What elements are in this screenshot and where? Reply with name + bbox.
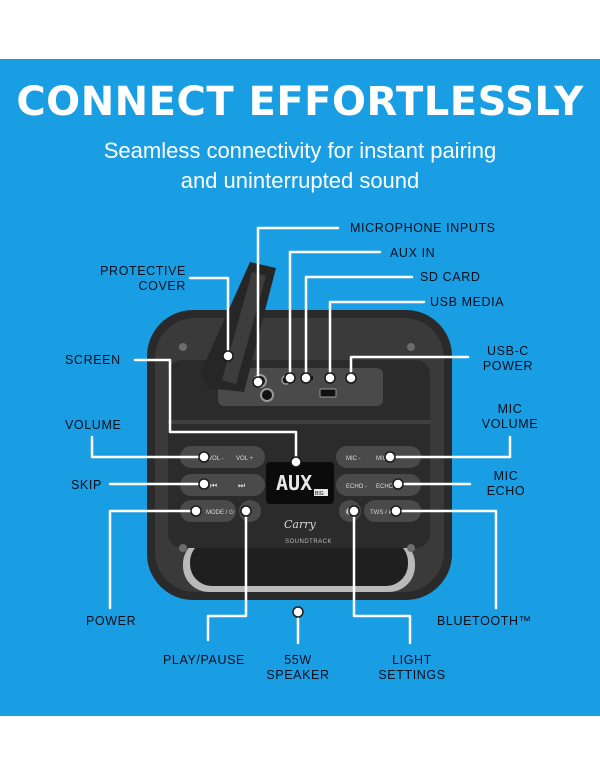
- label-protective-cover-line2: COVER: [138, 279, 186, 293]
- headline: CONNECT EFFORTLESSLY: [16, 79, 584, 125]
- label-light-settings-line2: SETTINGS: [378, 668, 446, 682]
- mic-plus-button[interactable]: MIC +: [376, 456, 393, 462]
- callout-lines: [90, 226, 512, 645]
- skip-forward-icon[interactable]: ⏭: [238, 481, 245, 490]
- label-sd-card: SD CARD: [420, 270, 481, 284]
- label-usb-media: USB MEDIA: [430, 295, 505, 309]
- display-badge: BIG: [315, 491, 324, 497]
- mode-power-button[interactable]: MODE / ⏻: [206, 509, 234, 516]
- echo-minus-button[interactable]: ECHO -: [346, 484, 367, 490]
- skip-back-icon[interactable]: ⏮: [210, 481, 217, 490]
- label-light-settings: LIGHT SETTINGS: [372, 653, 452, 683]
- label-aux-in: AUX IN: [390, 246, 436, 260]
- label-mic-volume-line2: VOLUME: [481, 417, 539, 431]
- subtitle-line-1: Seamless connectivity for instant pairin…: [103, 138, 497, 163]
- label-mic-echo-line2: ECHO: [486, 484, 526, 498]
- label-protective-cover-line1: PROTECTIVE: [100, 264, 186, 278]
- label-volume: VOLUME: [65, 418, 122, 432]
- label-play-pause: PLAY/PAUSE: [163, 653, 245, 667]
- label-microphone-inputs: MICROPHONE INPUTS: [350, 221, 496, 235]
- label-speaker: 55W SPEAKER: [262, 653, 334, 683]
- label-speaker-line1: 55W: [284, 653, 312, 667]
- label-screen: SCREEN: [65, 353, 121, 367]
- mic-minus-button[interactable]: MIC -: [346, 456, 361, 462]
- label-skip: SKIP: [71, 478, 102, 492]
- label-light-settings-line1: LIGHT: [392, 653, 432, 667]
- label-mic-echo-line1: MIC: [493, 469, 519, 483]
- label-usb-c-power-line2: POWER: [482, 359, 534, 373]
- label-speaker-line2: SPEAKER: [266, 668, 330, 682]
- brand-model: SOUNDTRACK: [285, 539, 332, 545]
- subtitle-line-2: and uninterrupted sound: [180, 168, 420, 193]
- label-bluetooth: BLUETOOTH™: [437, 614, 532, 628]
- label-mic-volume-line1: MIC: [497, 402, 523, 416]
- label-usb-c-power: USB-C POWER: [478, 344, 538, 374]
- label-usb-c-power-line1: USB-C: [487, 344, 529, 358]
- brand-logo: Carry: [284, 518, 316, 531]
- tws-bluetooth-button[interactable]: TWS / ✱: [370, 509, 393, 516]
- label-mic-echo: MIC ECHO: [476, 469, 536, 499]
- label-protective-cover: PROTECTIVE COVER: [86, 264, 186, 294]
- echo-plus-button[interactable]: ECHO +: [376, 484, 399, 490]
- callout-dots: [190, 350, 404, 618]
- label-mic-volume: MIC VOLUME: [470, 402, 550, 432]
- vol-minus-button[interactable]: VOL -: [208, 456, 223, 462]
- vol-plus-button[interactable]: VOL +: [236, 456, 253, 462]
- label-power: POWER: [86, 614, 137, 628]
- display-mode-text: AUX: [276, 471, 312, 495]
